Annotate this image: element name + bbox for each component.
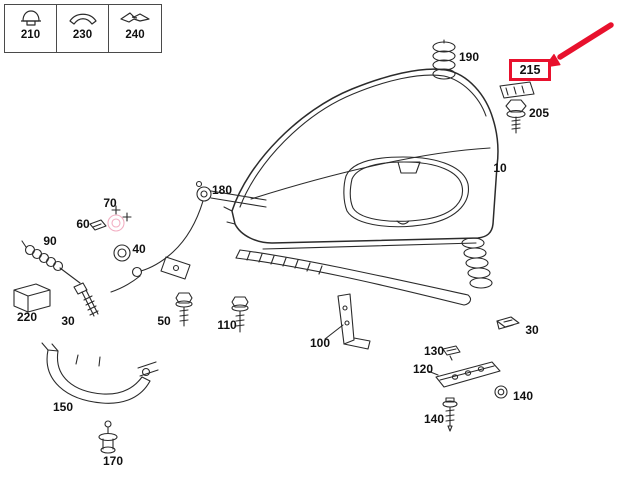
grommet-40-drawing bbox=[113, 244, 131, 262]
part-label-70-4[interactable]: 70 bbox=[103, 196, 117, 210]
part-label-140-16[interactable]: 140 bbox=[512, 389, 534, 403]
screw-140-drawing bbox=[442, 397, 458, 432]
screws-70-drawing bbox=[111, 205, 132, 222]
part-label-130-14[interactable]: 130 bbox=[423, 344, 445, 358]
trim-strip-icon bbox=[68, 13, 97, 25]
part-label-150-18[interactable]: 150 bbox=[52, 400, 74, 414]
legend-item-240[interactable]: 240 bbox=[109, 5, 161, 52]
screw-50-drawing bbox=[175, 292, 193, 327]
clip-215-drawing bbox=[499, 81, 535, 99]
legend-box: 210 230 240 bbox=[4, 4, 162, 53]
box-220-drawing bbox=[13, 283, 51, 313]
screw-110-drawing bbox=[231, 296, 249, 333]
legend-item-210[interactable]: 210 bbox=[5, 5, 57, 52]
bracket-150-drawing bbox=[41, 342, 159, 404]
grommet-140-drawing bbox=[494, 385, 508, 399]
buffer-icon bbox=[20, 10, 41, 26]
legend-item-label: 210 bbox=[20, 29, 41, 41]
part-label-90-6[interactable]: 90 bbox=[43, 234, 57, 248]
spring-right-drawing bbox=[461, 237, 493, 289]
part-label-220-8[interactable]: 220 bbox=[16, 310, 38, 324]
part-label-170-19[interactable]: 170 bbox=[102, 454, 124, 468]
part-label-30-13[interactable]: 30 bbox=[525, 323, 539, 337]
part-130-drawing bbox=[442, 345, 461, 361]
clip-60-drawing bbox=[89, 219, 107, 231]
trim-panel-100-drawing bbox=[235, 249, 472, 350]
part-label-100-12[interactable]: 100 bbox=[309, 336, 331, 350]
pointer-arrow bbox=[544, 22, 614, 68]
lock-cylinder-drawing bbox=[195, 180, 267, 208]
legend-item-label: 230 bbox=[72, 29, 93, 41]
part-label-205-1[interactable]: 205 bbox=[528, 106, 550, 120]
part-label-10-2[interactable]: 10 bbox=[493, 161, 507, 175]
bolt-205-drawing bbox=[505, 99, 527, 134]
clip-30-right-drawing bbox=[496, 316, 520, 330]
part-label-180-3[interactable]: 180 bbox=[211, 183, 233, 197]
part-label-60-5[interactable]: 60 bbox=[76, 217, 90, 231]
part-label-120-15[interactable]: 120 bbox=[412, 362, 434, 376]
release-cable-drawing bbox=[110, 200, 204, 293]
part-label-50-10[interactable]: 50 bbox=[157, 314, 171, 328]
watermark-stamp bbox=[107, 214, 125, 232]
part-label-190-0[interactable]: 190 bbox=[458, 50, 480, 64]
part-label-30-9[interactable]: 30 bbox=[61, 314, 75, 328]
legend-item-230[interactable]: 230 bbox=[57, 5, 109, 52]
spring-90-drawing bbox=[21, 240, 81, 284]
wing-clip-icon bbox=[120, 12, 150, 23]
rivet-170-drawing bbox=[98, 420, 118, 454]
plate-120-drawing bbox=[427, 361, 501, 388]
highlighted-part-label: 215 bbox=[519, 63, 541, 77]
trunk-lid-drawing bbox=[223, 68, 499, 250]
legend-item-label: 240 bbox=[125, 29, 145, 41]
part-label-110-11[interactable]: 110 bbox=[217, 318, 237, 332]
highlight-box-215[interactable]: 215 bbox=[509, 59, 551, 81]
spring-190-drawing bbox=[432, 39, 456, 80]
bolt-30-left-drawing bbox=[73, 282, 99, 317]
part-label-40-7[interactable]: 40 bbox=[132, 242, 146, 256]
part-label-140-17[interactable]: 140 bbox=[423, 412, 445, 426]
